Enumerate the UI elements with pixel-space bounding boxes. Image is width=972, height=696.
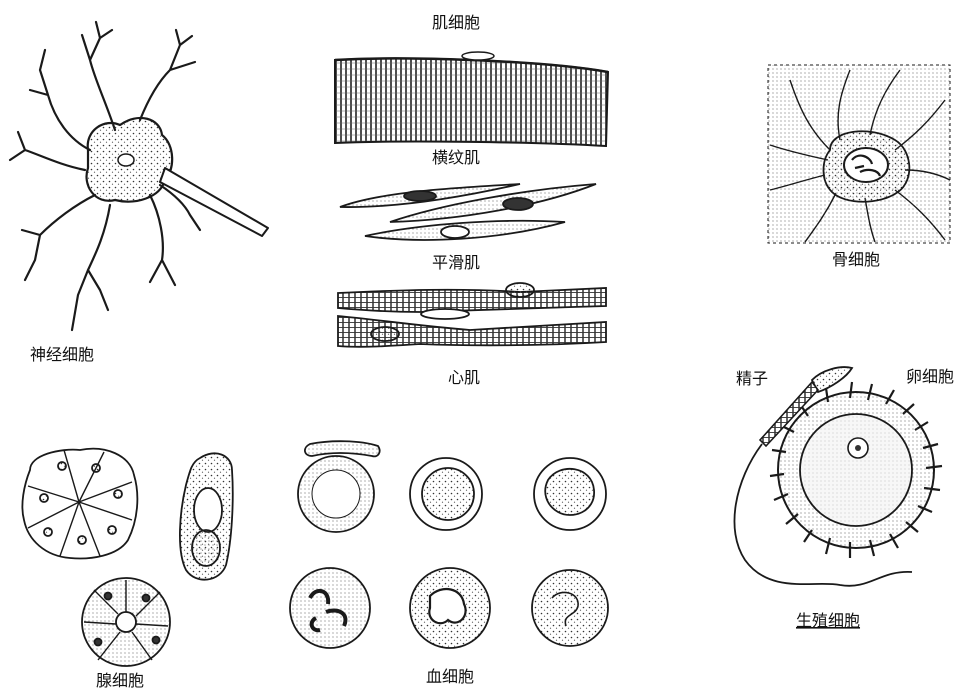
gland-acinus-top bbox=[22, 449, 137, 559]
blood-cell-4 bbox=[290, 568, 370, 648]
label-smooth-muscle: 平滑肌 bbox=[432, 253, 480, 272]
label-sperm: 精子 bbox=[736, 369, 768, 388]
blood-cell-2 bbox=[410, 458, 482, 530]
cardiac-muscle-illustration bbox=[338, 283, 606, 347]
rbc-side-view bbox=[305, 441, 380, 456]
striated-nucleus bbox=[462, 52, 494, 60]
label-reproductive-cell: 生殖细胞 bbox=[796, 611, 860, 630]
label-gland-cell: 腺细胞 bbox=[96, 671, 144, 690]
nerve-cell-illustration bbox=[10, 22, 268, 330]
blood-cell-1 bbox=[298, 456, 374, 532]
axon bbox=[160, 168, 268, 236]
gland-cells-illustration bbox=[22, 449, 232, 666]
label-muscle-cell: 肌细胞 bbox=[432, 13, 480, 32]
label-nerve-cell: 神经细胞 bbox=[30, 345, 94, 364]
blood-cells-illustration bbox=[290, 441, 608, 648]
striated-muscle-illustration bbox=[335, 52, 608, 146]
gland-goblet-cell bbox=[180, 453, 233, 579]
sperm-head bbox=[812, 367, 852, 392]
blood-cell-3 bbox=[534, 458, 606, 530]
label-cardiac-muscle: 心肌 bbox=[448, 368, 480, 387]
label-egg-cell: 卵细胞 bbox=[906, 367, 954, 386]
gland-acinus-bottom bbox=[82, 578, 170, 666]
blood-cell-6 bbox=[532, 570, 608, 646]
blood-cell-5 bbox=[410, 568, 490, 648]
label-bone-cell: 骨细胞 bbox=[832, 250, 880, 269]
bone-cell-nucleus bbox=[844, 148, 888, 182]
nerve-cell-nucleus bbox=[118, 154, 134, 166]
label-blood-cell: 血细胞 bbox=[426, 667, 474, 686]
bone-cell-illustration bbox=[768, 65, 950, 243]
label-striated-muscle: 横纹肌 bbox=[432, 148, 480, 167]
smooth-muscle-illustration bbox=[340, 184, 596, 240]
